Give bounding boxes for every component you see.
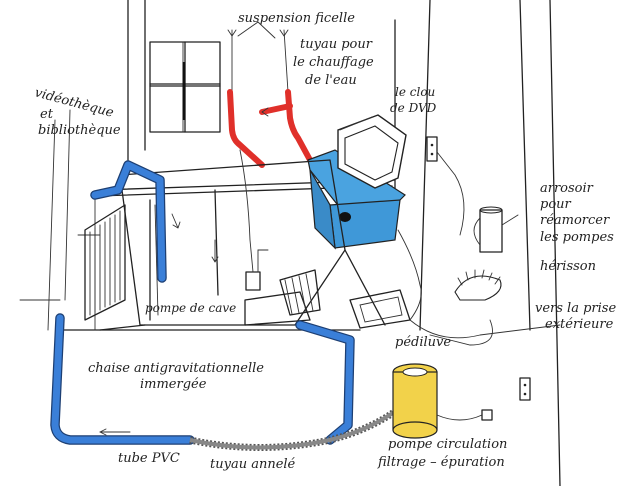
label-heating-2: le chauffage: [293, 55, 374, 70]
bookshelf: [84, 204, 126, 321]
pool-basin: [59, 159, 386, 331]
corrugated-hose: [189, 405, 403, 451]
window-icon: [149, 41, 221, 133]
label-pump-1: pompe circulation: [388, 437, 507, 452]
watering-can-icon: [473, 206, 519, 253]
label-dvd-2: de DVD: [390, 101, 437, 115]
heating-pipes: [227, 89, 313, 168]
dvd-box: [307, 149, 406, 250]
label-suspension: suspension ficelle: [238, 11, 355, 26]
pointer-arrows: [171, 213, 219, 263]
label-heating-3: de l'eau: [305, 73, 357, 88]
cables: [397, 151, 561, 346]
circulation-pump: [392, 363, 493, 439]
power-outlet-icon: [426, 136, 531, 401]
label-hedgehog: hérisson: [540, 259, 596, 274]
tv-icon: [337, 114, 407, 189]
label-watering-2: pour: [540, 197, 572, 212]
label-cellar-pump: pompe de cave: [145, 301, 236, 315]
label-pvc-tube: tube PVC: [118, 451, 180, 466]
label-pump-2: filtrage – épuration: [377, 455, 505, 470]
label-dvd-1: le clou: [395, 85, 435, 99]
label-watering-1: arrosoir: [540, 181, 594, 196]
hedgehog-icon: [454, 269, 502, 301]
label-library-3: bibliothèque: [38, 123, 121, 138]
label-library-2: et: [40, 107, 54, 122]
label-outlet-2: extérieure: [545, 317, 614, 332]
label-heating-1: tuyau pour: [300, 37, 373, 52]
label-footbath: pédiluve: [395, 335, 451, 350]
pvc-tube: [50, 160, 355, 445]
antigravity-chair: [244, 269, 321, 326]
footbath: [349, 289, 411, 329]
label-watering-3b: les pompes: [540, 230, 614, 245]
label-chair-2: immergée: [140, 377, 207, 392]
label-outlet-1: vers la prise: [535, 301, 616, 316]
label-watering-3: réamorcer: [540, 213, 610, 228]
label-chair-1: chaise antigravitationnelle: [88, 361, 264, 376]
room-walls: [19, 0, 561, 486]
pump-icon: [239, 149, 269, 291]
labels: suspension ficelle tuyau pour le chauffa…: [33, 11, 616, 472]
label-corrugated: tuyau annelé: [210, 457, 296, 472]
